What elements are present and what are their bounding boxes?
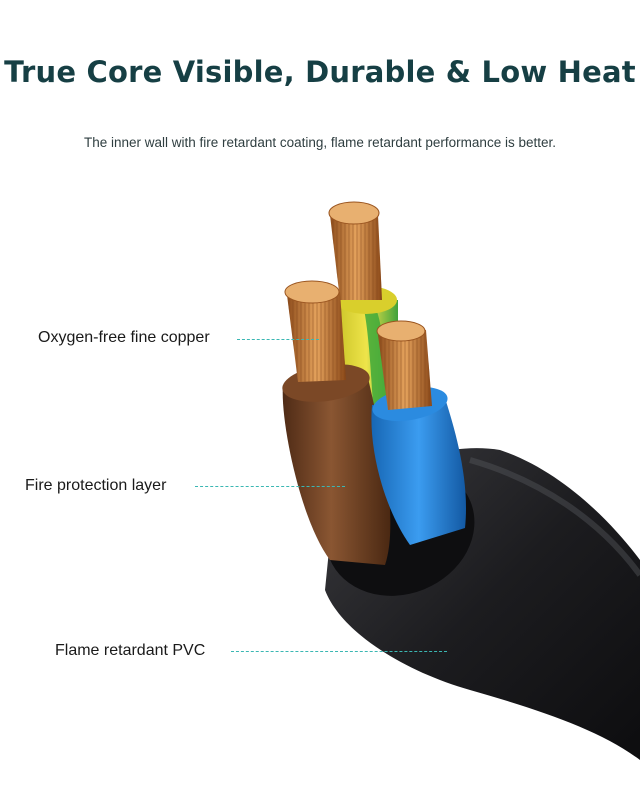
callout-fire-layer-label: Fire protection layer	[25, 477, 167, 494]
page-subtitle: The inner wall with fire retardant coati…	[84, 135, 556, 150]
page-title: True Core Visible, Durable & Low Heat	[4, 55, 636, 89]
blue-wire	[371, 320, 466, 545]
callout-pvc-label: Flame retardant PVC	[55, 642, 206, 659]
brown-wire	[282, 280, 391, 565]
callout-pvc-leader	[231, 651, 447, 652]
callout-copper-leader	[237, 339, 319, 340]
callout-fire-layer-leader	[195, 486, 345, 487]
callout-copper-label: Oxygen-free fine copper	[38, 329, 210, 346]
